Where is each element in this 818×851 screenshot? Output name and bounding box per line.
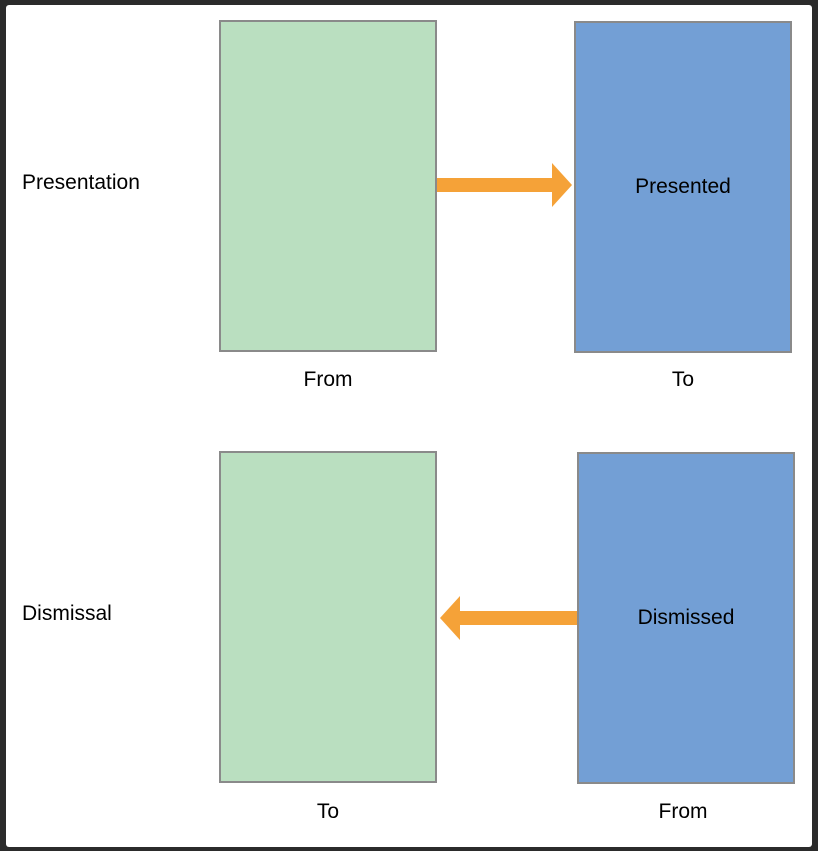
dismissal-arrow-left: [440, 596, 580, 640]
dismissal-from-caption: From: [658, 800, 708, 823]
presented-view-label: Presented: [635, 175, 731, 198]
presentation-arrow-right: [437, 163, 572, 207]
diagram-canvas: Presentation Presented From To Dismissal…: [6, 5, 812, 847]
presented-view: Presented: [574, 21, 792, 353]
arrow-head: [552, 163, 572, 207]
arrow-head: [440, 596, 460, 640]
dismissal-row-label: Dismissal: [22, 602, 112, 625]
dismissal-to-caption: To: [316, 800, 340, 823]
presentation-row-label: Presentation: [22, 171, 140, 194]
dismissed-view: Dismissed: [577, 452, 795, 784]
presentation-to-caption: To: [671, 368, 695, 391]
presentation-from-view: [219, 20, 437, 352]
dismissal-to-view: [219, 451, 437, 783]
arrow-shaft: [437, 178, 552, 192]
presentation-from-caption: From: [303, 368, 353, 391]
arrow-shaft: [460, 611, 580, 625]
dismissed-view-label: Dismissed: [637, 606, 735, 629]
